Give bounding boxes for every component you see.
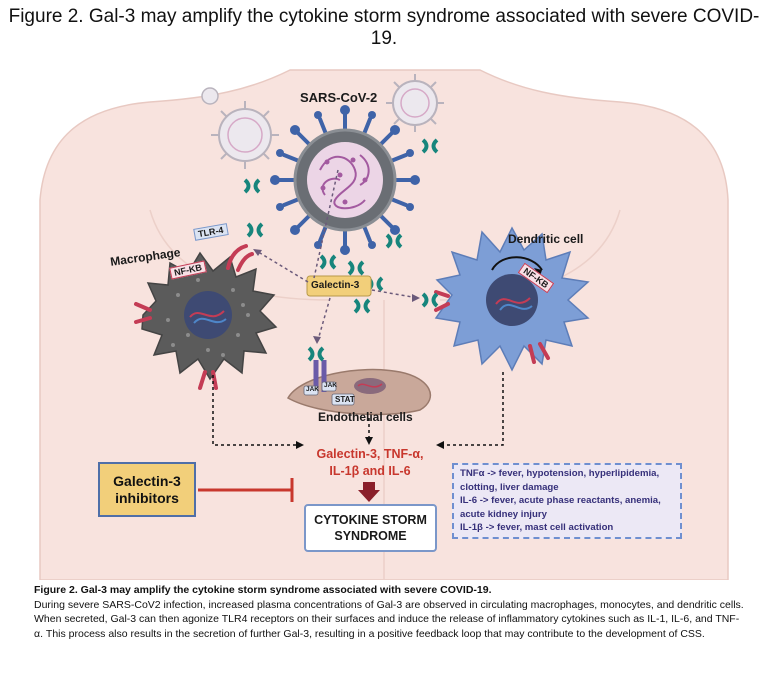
arrowhead-to-endothelial [313, 336, 321, 344]
galectin-3-molecules [243, 138, 439, 314]
effect-line: clotting, liver damage [460, 481, 559, 493]
caption-body: During severe SARS-CoV2 infection, incre… [34, 598, 744, 640]
cytokine-output-line-2: IL-1β and IL-6 [329, 464, 411, 478]
effect-line: TNFα -> fever, hypotension, hyperlipidem… [460, 468, 660, 479]
dendritic-cell [434, 226, 590, 372]
cytokine-effects-box: TNFα -> fever, hypotension, hyperlipidem… [452, 463, 682, 539]
dendritic-bound-galectin [421, 292, 439, 308]
effect-line: acute kidney injury [460, 508, 547, 520]
css-line-1: CYTOKINE STORM [314, 513, 427, 527]
macrophage-cell [141, 251, 278, 381]
inhibition-line [198, 478, 294, 502]
css-line-2: SYNDROME [334, 529, 407, 543]
caption-heading: Figure 2. Gal-3 may amplify the cytokine… [34, 584, 492, 596]
small-virus-top [201, 87, 219, 105]
macrophage-tlr4-receptors [134, 244, 254, 390]
arrowhead-to-macrophage [253, 249, 262, 256]
small-virus-left [211, 101, 279, 169]
arrowhead-to-dendritic [412, 294, 420, 302]
dendritic-receptors [434, 290, 550, 364]
macrophage-bound-galectin [246, 222, 264, 238]
stat-label: STAT [335, 395, 355, 404]
inhibitors-line-2: inhibitors [115, 489, 179, 506]
black-dotted-arrows [212, 372, 504, 446]
effect-line: IL-1β -> fever, mast cell activation [460, 522, 614, 533]
jak-label-2: JAK [324, 382, 338, 389]
output-to-css-arrow [358, 482, 380, 502]
endothelial-cells-label: Endothelial cells [318, 410, 413, 424]
jak-label-1: JAK [306, 386, 320, 393]
arrowhead-right-to-output [436, 441, 444, 449]
sars-cov-2-virion [270, 105, 420, 255]
arrowhead-left-to-output [296, 441, 304, 449]
galectin-3-label: Galectin-3 [311, 280, 360, 291]
dotted-arrows [254, 169, 419, 341]
cytokine-output-line-1: Galectin-3, TNF-α, [316, 447, 424, 461]
effect-line: IL-6 -> fever, acute phase reactants, an… [460, 495, 661, 506]
inhibitors-line-1: Galectin-3 [113, 472, 181, 489]
galectin-3-inhibitors-box: Galectin-3 inhibitors [98, 462, 196, 517]
galectin-3-box [306, 275, 372, 297]
figure-caption: Figure 2. Gal-3 may amplify the cytokine… [34, 583, 746, 641]
diagram-canvas [39, 69, 729, 580]
cytokine-output-label: Galectin-3, TNF-α, IL-1β and IL-6 [300, 446, 440, 480]
cytokine-storm-syndrome-box: CYTOKINE STORM SYNDROME [304, 504, 437, 552]
sars-cov-2-label: SARS-CoV-2 [300, 90, 378, 105]
arrowhead-endothelial-to-output [365, 437, 373, 445]
figure-title: Figure 2. Gal-3 may amplify the cytokine… [8, 6, 760, 49]
small-virus-right [386, 74, 444, 132]
dendritic-cell-label: Dendritic cell [508, 232, 584, 246]
endothelial-receptor [303, 346, 355, 406]
